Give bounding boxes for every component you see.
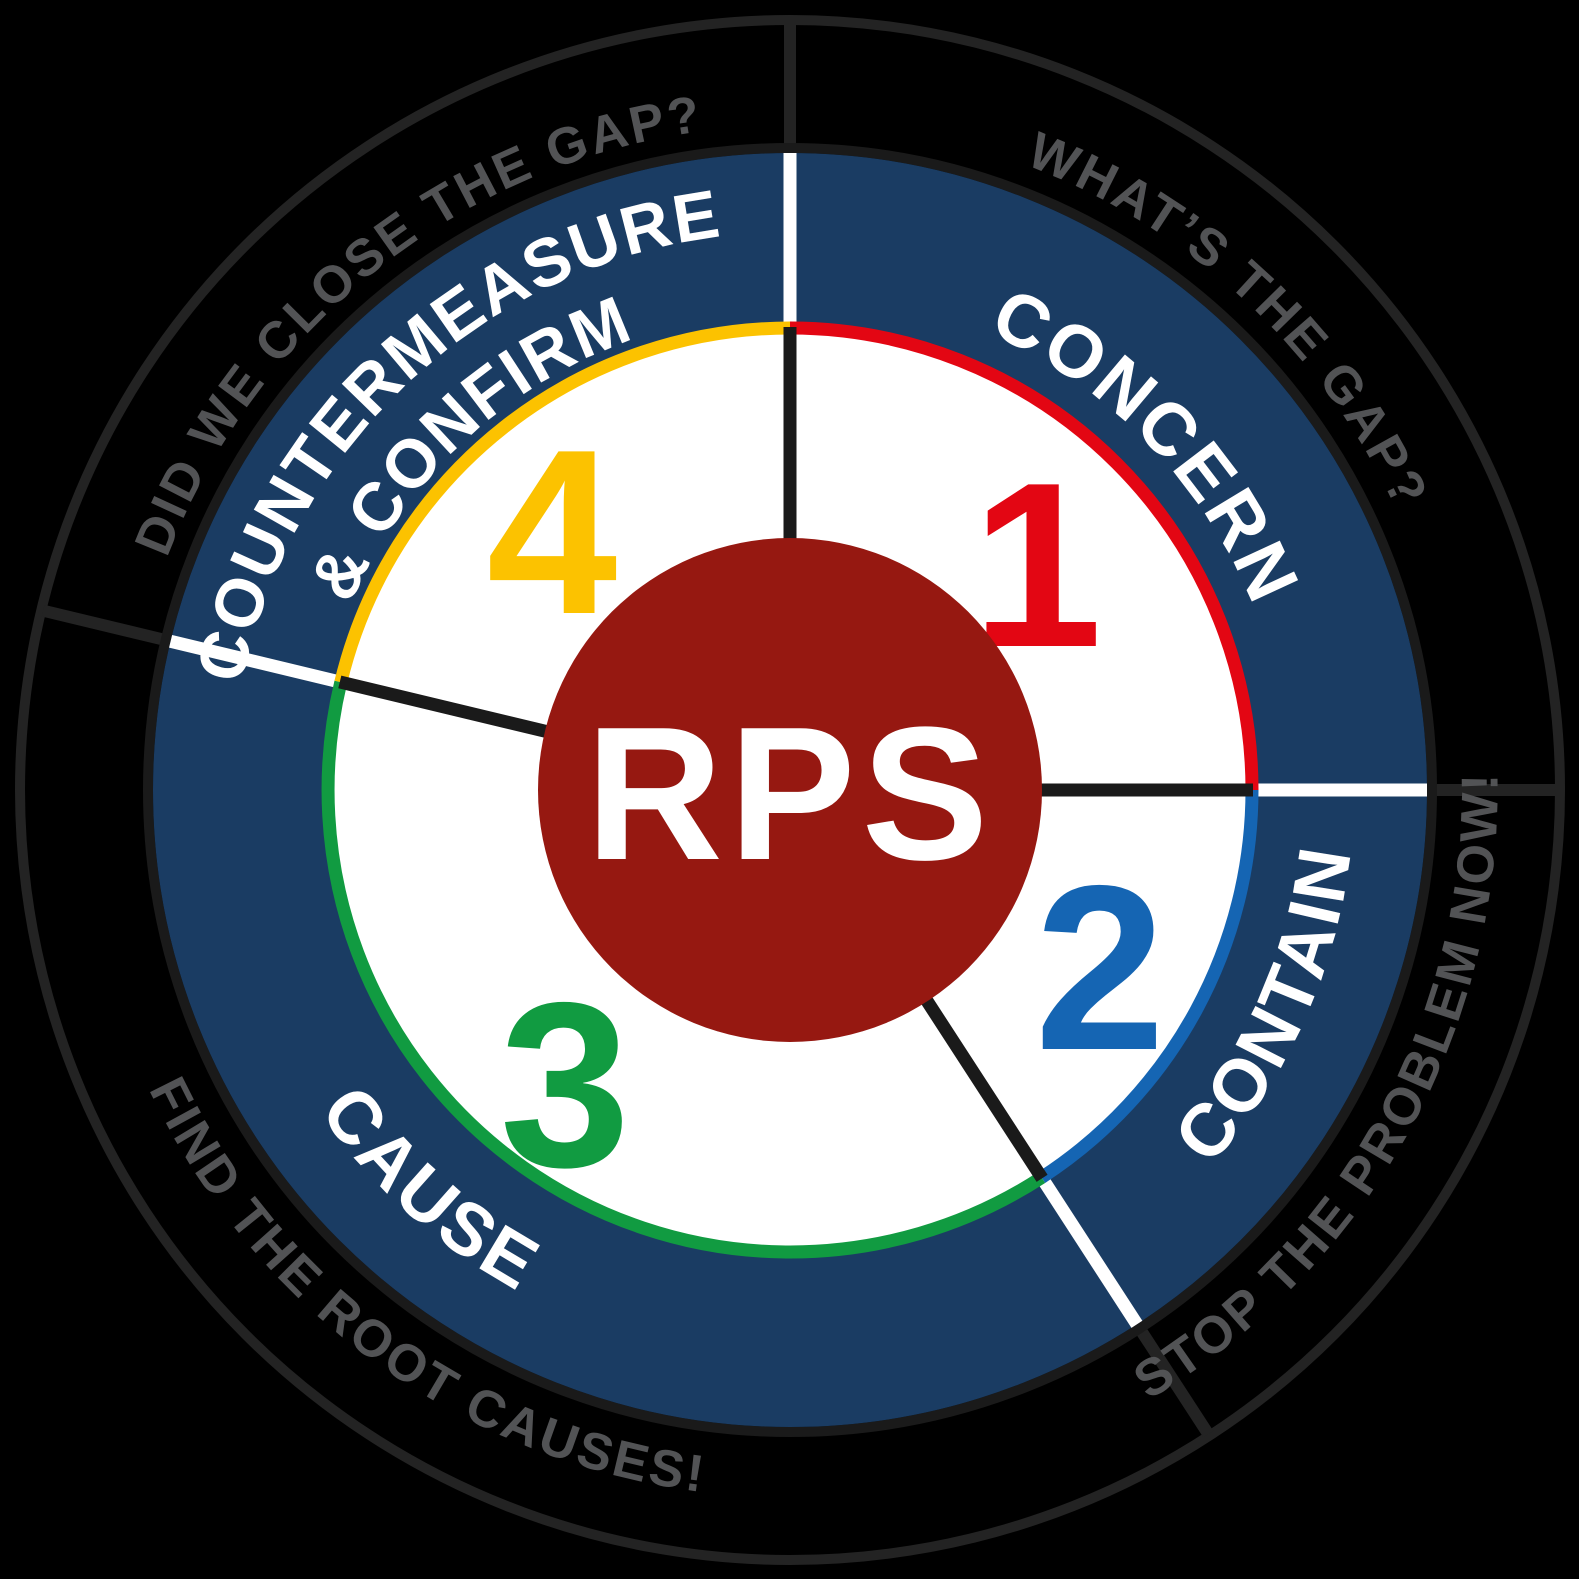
center-badge-label: RPS	[586, 688, 995, 900]
countermeasure-edge-arc	[334, 321, 791, 684]
center-badge-circle	[538, 538, 1042, 1042]
center-badge: RPS	[538, 538, 1042, 1042]
ring-divider-left	[169, 634, 337, 688]
phase-ring-outline	[143, 143, 1437, 1437]
outer-boundary-circle	[15, 15, 1565, 1565]
concern-edge-arc	[789, 321, 1259, 791]
step-number-4: 4	[487, 400, 618, 663]
spoke-left	[338, 675, 553, 739]
spoke-bottom-right	[918, 992, 1048, 1182]
step-number-3: 3	[500, 953, 631, 1216]
step-number-2: 2	[1035, 836, 1166, 1099]
cause-edge-arc	[321, 680, 1046, 1259]
ring-divider-bottom-right	[1039, 1178, 1143, 1328]
outer-divider-left	[41, 604, 164, 646]
outer-divider-bottom-right	[1136, 1328, 1214, 1438]
contain-edge-arc	[1038, 789, 1259, 1183]
